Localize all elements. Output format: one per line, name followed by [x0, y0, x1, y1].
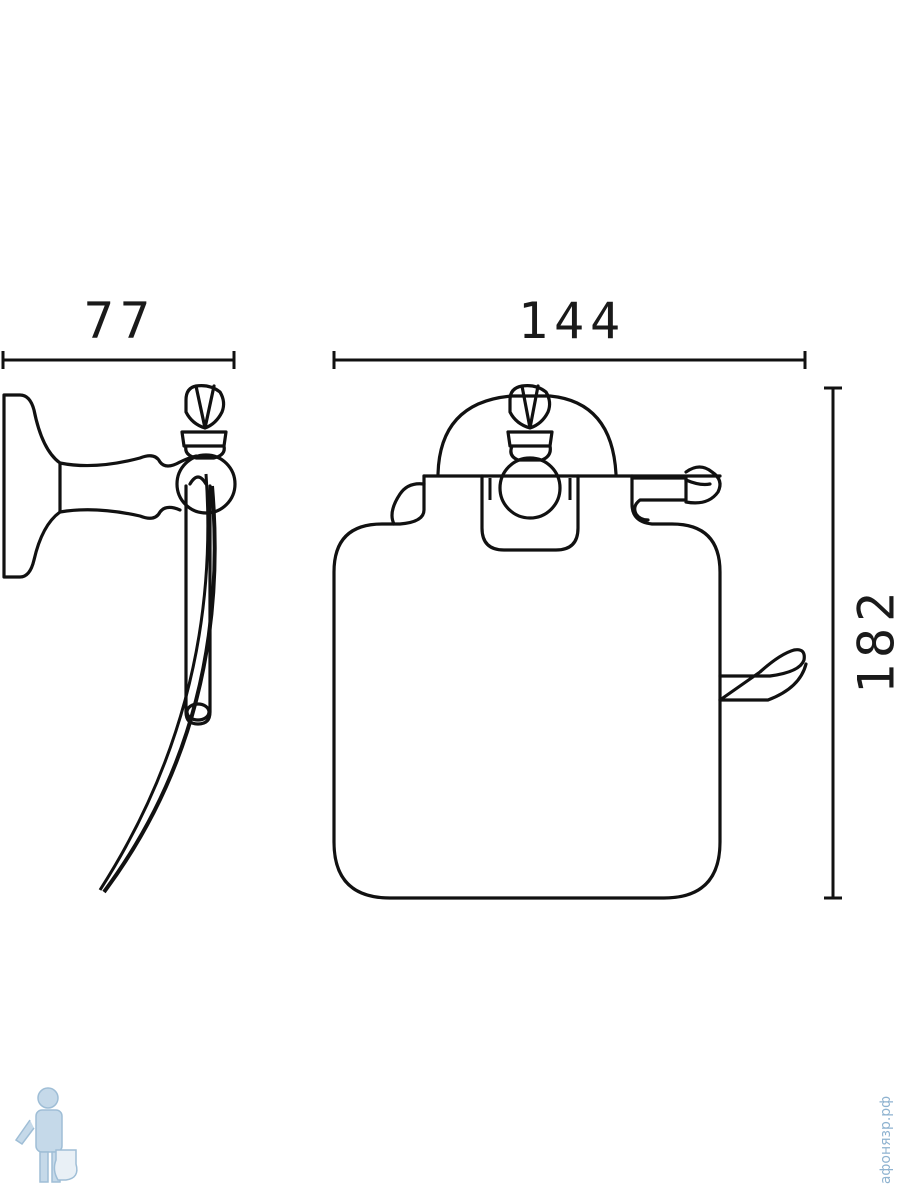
front-hub: [498, 456, 562, 520]
side-view: [2, 384, 237, 894]
side-finial-neck: [180, 430, 228, 460]
front-view: [332, 384, 808, 900]
side-rod-inner: [188, 475, 208, 486]
side-lid-curve-inner: [98, 473, 210, 891]
front-paper-hook-inner: [718, 662, 808, 702]
depth-dimension: 77: [1, 292, 236, 369]
watermark-text: афонязр.рф: [878, 1096, 894, 1184]
height-dimension: 182: [824, 386, 900, 900]
plumber-with-toilet-icon: [37, 1087, 59, 1109]
side-wall-flange: [2, 393, 62, 579]
front-finial: [508, 384, 552, 430]
front-right-arm-tip: [684, 465, 722, 505]
front-backplate-arc: [436, 394, 618, 476]
side-arm: [58, 454, 198, 520]
side-rod: [184, 484, 212, 726]
front-paper-hook: [718, 648, 806, 702]
width-dimension: 144: [332, 292, 807, 369]
front-left-curl: [390, 482, 426, 526]
front-finial-neck: [506, 430, 554, 462]
side-hub: [175, 453, 237, 515]
width-label: 144: [518, 292, 626, 350]
height-label: 182: [848, 586, 900, 694]
depth-label: 77: [84, 292, 156, 350]
side-lid-curve: [102, 485, 217, 894]
side-finial: [184, 384, 226, 430]
front-right-arm-tip-inner: [684, 478, 712, 487]
front-hub-bracket: [480, 474, 580, 552]
front-cover: [332, 474, 722, 900]
watermark-logo: [14, 1087, 78, 1183]
side-rod-end: [185, 702, 211, 722]
front-right-arm: [630, 476, 688, 522]
